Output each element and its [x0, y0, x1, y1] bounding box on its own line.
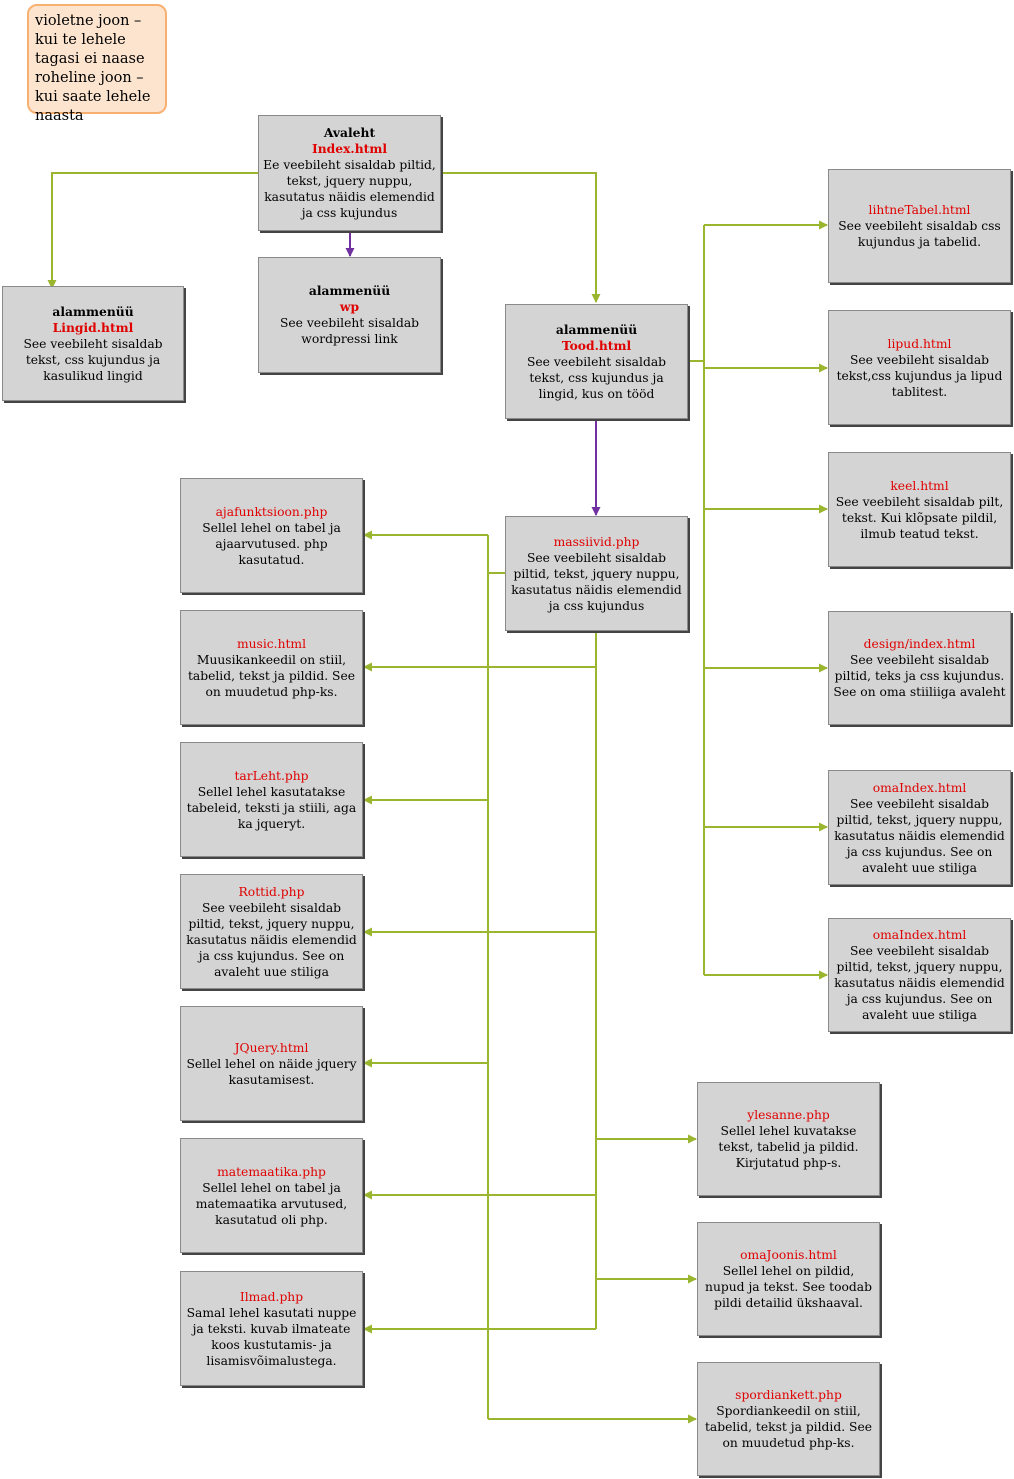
node-heading: alammenüü	[308, 283, 391, 298]
node-filename: ajafunktsioon.php	[215, 504, 328, 519]
node-description: See veebileht sisaldab css kujundus ja t…	[838, 219, 1001, 249]
node-description: See veebileht sisaldab tekst, css kujund…	[526, 354, 667, 401]
node-description: Spordiankeedil on stiil, tabelid, tekst …	[704, 1404, 873, 1450]
node-rottid: Rottid.php See veebileht sisaldab piltid…	[180, 874, 363, 989]
node-filename: design/index.html	[863, 637, 976, 651]
node-spordiankett: spordiankett.php Spordiankeedil on stiil…	[697, 1362, 880, 1476]
node-filename: Tood.html	[561, 337, 632, 353]
node-avaleht: Avaleht Index.html Ee veebileht sisaldab…	[258, 115, 441, 231]
node-omaindex-1: omaIndex.html See veebileht sisaldab pil…	[828, 770, 1011, 885]
node-filename: omaIndex.html	[872, 928, 967, 942]
link-avaleht-lingid	[47, 172, 258, 289]
node-description: See veebileht sisaldab piltid, tekst, jq…	[834, 944, 1005, 1022]
node-filename: ylesanne.php	[747, 1108, 830, 1122]
node-description: Muusikankeedil on stiil, tabelid, tekst …	[187, 652, 356, 699]
node-description: Ee veebileht sisaldab piltid, tekst, jqu…	[263, 158, 436, 220]
node-filename: Lingid.html	[52, 319, 134, 335]
node-description: See veebileht sisaldab pilt, tekst. Kui …	[835, 494, 1004, 541]
legend-green-line: roheline joon – kui saate lehele naasta	[35, 70, 151, 124]
node-description: Sellel lehel kuvatakse tekst, tabelid ja…	[718, 1124, 859, 1170]
node-filename: lipud.html	[887, 336, 952, 351]
node-filename: omaIndex.html	[872, 780, 967, 795]
bus-massiivid-left	[487, 535, 505, 1419]
node-description: See veebileht sisaldab tekst,css kujundu…	[836, 352, 1003, 399]
node-tarleht: tarLeht.php Sellel lehel kasutatakse tab…	[180, 742, 363, 857]
node-filename: wp	[339, 299, 360, 314]
node-filename: JQuery.html	[234, 1040, 309, 1055]
node-filename: music.html	[236, 636, 307, 651]
node-matemaatika: matemaatika.php Sellel lehel on tabel ja…	[180, 1138, 363, 1253]
node-lihtnetabel: lihtneTabel.html See veebileht sisaldab …	[828, 169, 1011, 283]
node-jquery: JQuery.html Sellel lehel on näide jquery…	[180, 1006, 363, 1121]
node-ilmad: Ilmad.php Samal lehel kasutati nuppe ja …	[180, 1271, 363, 1386]
node-description: Sellel lehel on tabel ja ajaarvutused. p…	[202, 520, 341, 567]
node-filename: keel.html	[890, 478, 949, 493]
node-description: Samal lehel kasutati nuppe ja teksti. ku…	[186, 1305, 357, 1368]
node-description: Sellel lehel on pildid, nupud ja tekst. …	[705, 1264, 872, 1310]
legend-violet-line: violetne joon – kui te lehele tagasi ei …	[35, 13, 145, 67]
node-description: See veebileht sisaldab piltid, tekst, jq…	[186, 900, 357, 979]
node-description: See veebileht sisaldab wordpressi link	[279, 316, 420, 346]
node-filename: spordiankett.php	[735, 1388, 842, 1402]
node-heading: alammenüü	[52, 303, 134, 319]
node-heading: Avaleht	[323, 125, 376, 140]
node-filename: matemaatika.php	[217, 1164, 326, 1179]
bus-tood-right	[689, 225, 705, 975]
node-filename: Rottid.php	[238, 884, 305, 899]
link-avaleht-tood	[441, 172, 601, 303]
node-filename: Index.html	[311, 141, 388, 156]
node-heading: alammenüü	[555, 321, 638, 337]
node-description: Sellel lehel on näide jquery kasutamises…	[186, 1056, 357, 1087]
node-description: See veebileht sisaldab piltid, teks ja c…	[833, 653, 1006, 699]
node-omaindex-2: omaIndex.html See veebileht sisaldab pil…	[828, 918, 1011, 1032]
node-filename: Ilmad.php	[239, 1289, 304, 1304]
node-massiivid: massiivid.php See veebileht sisaldab pil…	[505, 516, 688, 631]
node-description: See veebileht sisaldab piltid, tekst, jq…	[834, 796, 1005, 875]
node-lipud: lipud.html See veebileht sisaldab tekst,…	[828, 310, 1011, 425]
node-tood: alammenüü Tood.html See veebileht sisald…	[505, 304, 688, 419]
node-description: See veebileht sisaldab piltid, tekst, jq…	[511, 550, 682, 613]
legend: violetne joon – kui te lehele tagasi ei …	[27, 4, 167, 124]
node-filename: lihtneTabel.html	[868, 203, 971, 217]
node-description: Sellel lehel kasutatakse tabeleid, tekst…	[186, 784, 357, 831]
node-filename: tarLeht.php	[234, 768, 309, 783]
node-lingid: alammenüü Lingid.html See veebileht sisa…	[2, 286, 184, 401]
node-wp: alammenüü wp See veebileht sisaldab word…	[258, 257, 441, 373]
node-ajafunktsioon: ajafunktsioon.php Sellel lehel on tabel …	[180, 478, 363, 593]
node-ylesanne: ylesanne.php Sellel lehel kuvatakse teks…	[697, 1082, 880, 1196]
node-description: Sellel lehel on tabel ja matemaatika arv…	[195, 1180, 348, 1227]
node-design: design/index.html See veebileht sisaldab…	[828, 611, 1011, 725]
node-music: music.html Muusikankeedil on stiil, tabe…	[180, 610, 363, 725]
node-omajoonis: omaJoonis.html Sellel lehel on pildid, n…	[697, 1222, 880, 1336]
node-keel: keel.html See veebileht sisaldab pilt, t…	[828, 452, 1011, 567]
node-filename: omaJoonis.html	[740, 1248, 837, 1262]
node-filename: massiivid.php	[553, 534, 640, 549]
node-description: See veebileht sisaldab tekst, css kujund…	[23, 336, 163, 383]
